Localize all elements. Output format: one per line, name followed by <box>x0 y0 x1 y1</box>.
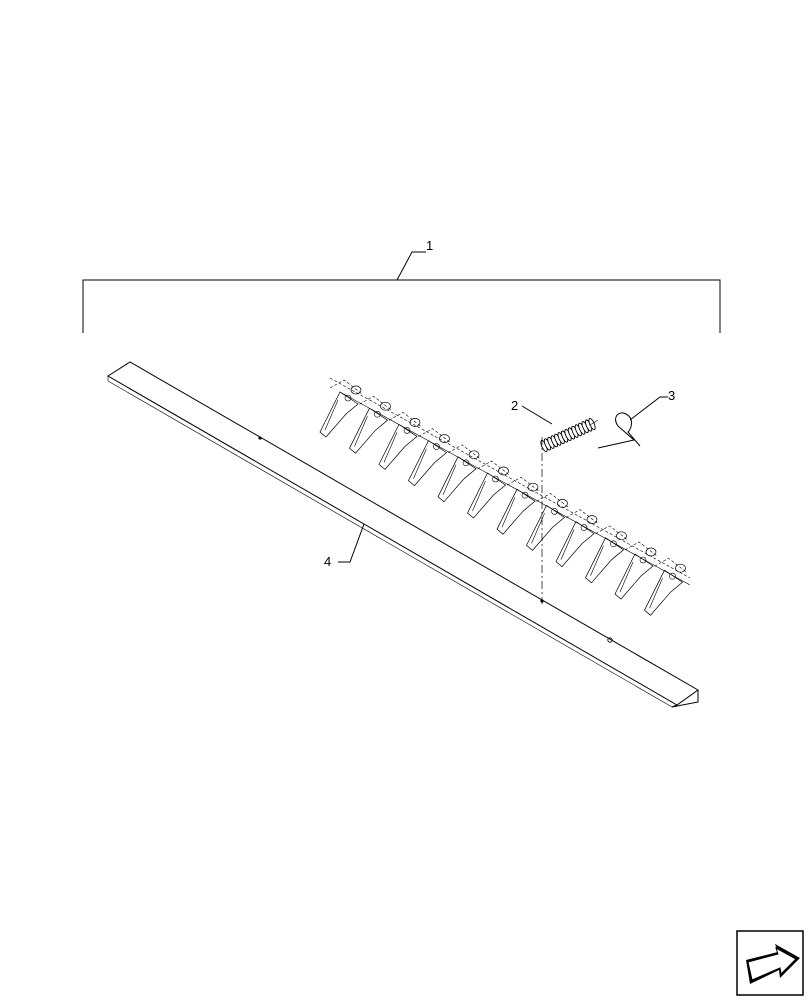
knife-section <box>496 476 540 535</box>
knife-section-assembly <box>319 377 691 616</box>
callout-4[interactable]: 4 <box>324 554 331 569</box>
knife-section <box>644 557 687 616</box>
knife-section <box>585 525 628 584</box>
callout-3[interactable]: 3 <box>668 388 675 403</box>
leader-4 <box>338 523 365 563</box>
knife-section <box>526 493 569 551</box>
callout-1[interactable]: 1 <box>426 238 433 253</box>
next-page-arrow-icon[interactable] <box>736 930 804 996</box>
knife-section <box>378 412 422 470</box>
knife-section <box>614 541 658 600</box>
assembly-bracket <box>82 251 721 333</box>
cutter-bar <box>107 361 699 708</box>
leader-2 <box>521 405 553 425</box>
spring <box>540 417 599 453</box>
knife-section <box>467 460 510 519</box>
knife-section <box>408 428 451 487</box>
knife-section <box>319 379 363 438</box>
callout-2[interactable]: 2 <box>511 398 518 413</box>
spring-clip <box>597 412 641 449</box>
knife-section <box>555 509 599 568</box>
leader-3 <box>629 396 668 421</box>
